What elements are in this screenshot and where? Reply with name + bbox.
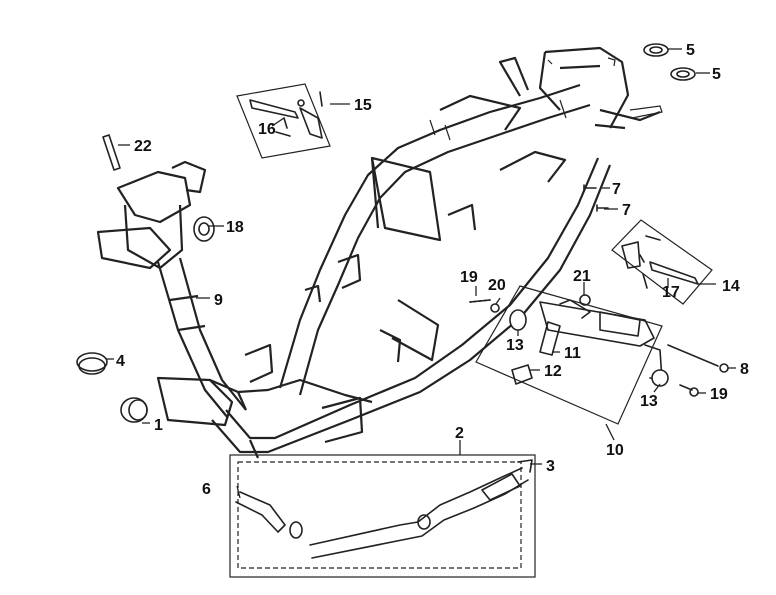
label-10: 10 (606, 442, 624, 459)
part-19-bolt-b (679, 384, 693, 391)
part-7-bolt-a (583, 184, 597, 192)
label-20: 20 (488, 277, 506, 294)
label-8: 8 (740, 361, 749, 378)
label-19-b: 19 (710, 386, 728, 403)
label-7-b: 7 (622, 202, 631, 219)
part-22-pin (102, 134, 121, 171)
hose-assembly-box (229, 454, 536, 578)
kit-15-box (236, 83, 331, 159)
leader-lines (106, 48, 736, 465)
label-5-a: 5 (686, 42, 695, 59)
part-5-washer-b (670, 67, 696, 81)
main-frame (96, 46, 663, 459)
label-13-a: 13 (506, 337, 524, 354)
label-3: 3 (546, 458, 555, 475)
center-stand-box (469, 285, 669, 425)
label-16: 16 (258, 121, 276, 138)
part-7-bolt-b (596, 204, 609, 212)
label-9: 9 (214, 292, 223, 309)
label-7-a: 7 (612, 181, 621, 198)
label-21: 21 (573, 268, 591, 285)
label-11: 11 (564, 345, 581, 362)
label-17: 17 (662, 284, 680, 301)
label-22: 22 (134, 138, 152, 155)
label-6: 6 (202, 481, 211, 498)
label-19-a: 19 (460, 269, 478, 286)
label-18: 18 (226, 219, 244, 236)
label-14: 14 (722, 278, 740, 295)
part-19-bolt-a (469, 299, 491, 303)
part-8-spring (667, 344, 719, 367)
label-2: 2 (455, 425, 464, 442)
label-12: 12 (544, 363, 562, 380)
part-18-grommet (193, 216, 215, 242)
label-15: 15 (354, 97, 372, 114)
label-1: 1 (154, 417, 163, 434)
part-5-washer-a (643, 43, 669, 57)
part-4-clamp (76, 352, 108, 372)
label-13-b: 13 (640, 393, 658, 410)
label-4: 4 (116, 353, 125, 370)
label-5-b: 5 (712, 66, 721, 83)
